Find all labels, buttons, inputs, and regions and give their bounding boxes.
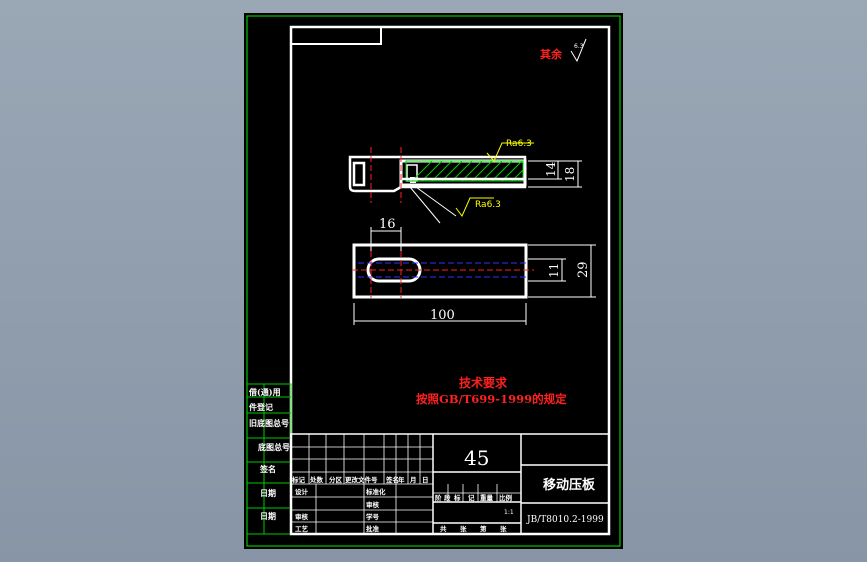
cad-drawing: 借(通)用 件登记 旧底图总号 底图总号 签名 日期 日期 其余 6.3 xyxy=(246,15,621,547)
stage-header-3: 记 xyxy=(468,493,475,502)
header-change-doc: 更改文件号 xyxy=(345,475,378,484)
dim-11-29-lines xyxy=(528,244,596,298)
dim-16: 16 xyxy=(379,217,396,232)
sheet-total: 共 xyxy=(440,524,447,533)
dim-100-lines xyxy=(353,303,527,325)
stage-header-1: 段 xyxy=(444,493,451,502)
side-label-g: 日期 xyxy=(260,511,276,521)
roughness-label-b: Ra6.3 xyxy=(475,200,501,210)
header-day: 日 xyxy=(422,476,429,484)
dim-14: 14 xyxy=(544,161,558,177)
part-name: 移动压板 xyxy=(543,477,596,493)
leader-lines xyxy=(409,186,457,224)
side-label-d: 底图总号 xyxy=(257,442,290,452)
side-label-b: 件登记 xyxy=(249,402,273,412)
dim-100: 100 xyxy=(430,308,455,323)
section-hatch xyxy=(405,160,524,182)
header-month: 月 xyxy=(409,476,417,484)
row-approve: 批准 xyxy=(366,524,380,533)
header-mark: 标记 xyxy=(291,475,306,484)
roughness-label-a: Ra6.3 xyxy=(506,139,532,149)
roughness-corner-value: 6.3 xyxy=(574,43,584,50)
top-left-box xyxy=(290,26,382,45)
dim-18: 18 xyxy=(563,167,577,182)
side-label-c: 旧底图总号 xyxy=(249,418,289,428)
front-view-centerlines xyxy=(352,251,534,298)
roughness-leader-b xyxy=(455,197,494,217)
drawing-sheet: 借(通)用 件登记 旧底图总号 底图总号 签名 日期 日期 其余 6.3 xyxy=(244,13,623,549)
front-view xyxy=(352,243,528,299)
row-process: 工艺 xyxy=(295,524,309,533)
side-label-f: 日期 xyxy=(260,488,276,498)
header-count: 处数 xyxy=(309,475,324,484)
title-block-subgrid xyxy=(291,434,521,534)
tech-req-title: 技术要求 xyxy=(459,375,508,390)
dim-11: 11 xyxy=(547,263,561,278)
scale: 1:1 xyxy=(504,509,514,516)
top-view-outline xyxy=(348,155,527,193)
material: 45 xyxy=(464,446,489,470)
dim-29: 29 xyxy=(576,261,591,278)
drawing-number: JB/T8010.2-1999 xyxy=(526,515,604,525)
roughness-corner-label: 其余 xyxy=(540,47,563,61)
outer-frame xyxy=(246,15,621,547)
side-label-e: 签名 xyxy=(259,464,276,474)
row-proof: 学号 xyxy=(366,512,380,521)
header-zone: 分区 xyxy=(329,475,343,484)
sheet-unit-a: 张 xyxy=(460,524,467,533)
header-sign: 签名 xyxy=(385,475,399,484)
header-year: 年 xyxy=(398,475,405,484)
side-label-a: 借(通)用 xyxy=(248,387,281,397)
row-review: 审核 xyxy=(295,512,309,521)
dim-14-18-lines xyxy=(528,160,582,188)
row-design: 设计 xyxy=(295,487,309,496)
stage-header-weight: 重量 xyxy=(480,493,494,502)
top-view-centerlines xyxy=(370,147,402,203)
tech-req-line1: 按照GB/T699-1999的规定 xyxy=(416,392,567,406)
row-check: 审核 xyxy=(366,500,380,509)
stage-header-scale: 比例 xyxy=(499,493,513,502)
sheet-num: 第 xyxy=(480,524,487,533)
sheet-unit-b: 张 xyxy=(500,524,507,533)
dim-16-lines xyxy=(370,227,402,251)
stage-header-0: 阶 xyxy=(435,493,442,502)
roughness-leader-a xyxy=(486,142,534,162)
row-standardize: 标准化 xyxy=(365,487,386,496)
stage-header-2: 标 xyxy=(453,493,461,502)
roughness-corner-symbol xyxy=(570,38,587,63)
